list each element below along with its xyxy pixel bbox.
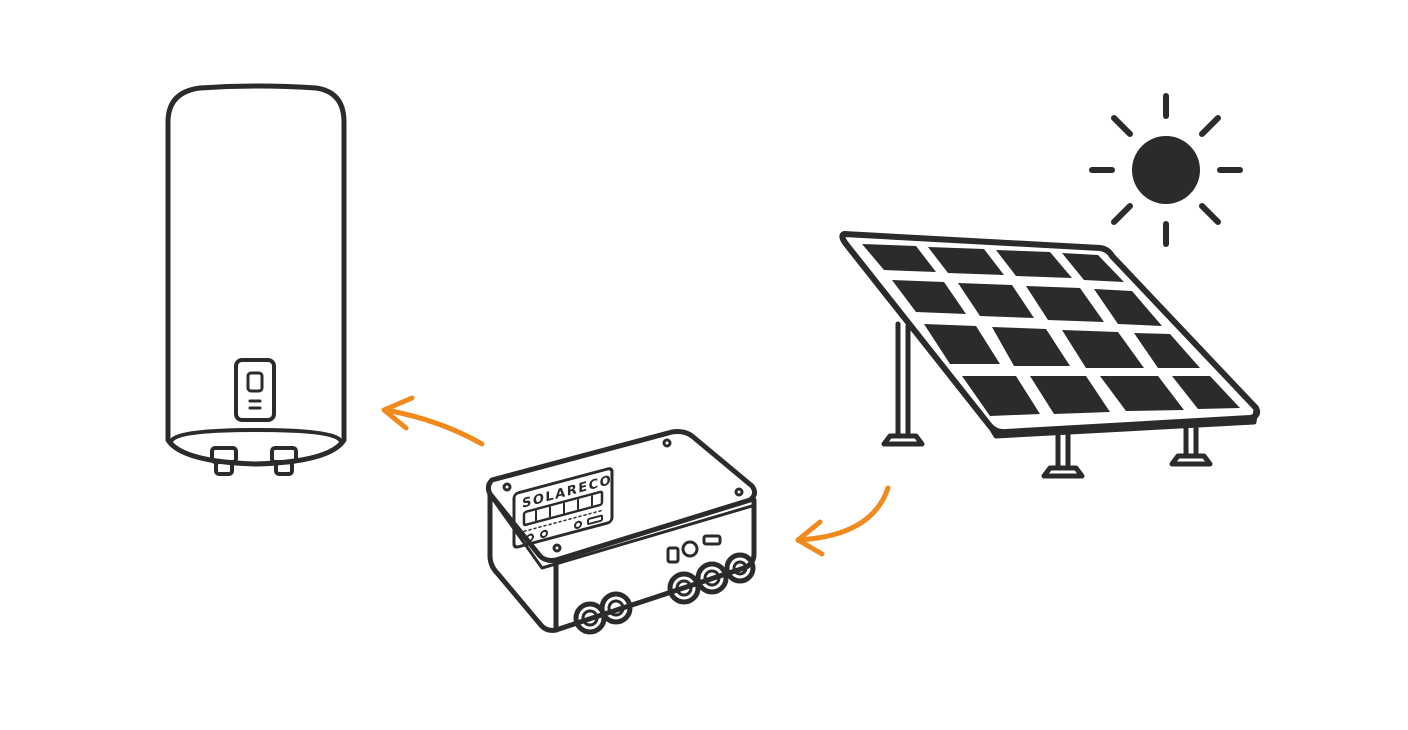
boiler-pipe-right (270, 446, 298, 476)
panel-leg-middle (1041, 431, 1085, 479)
controller-gland-right-3 (724, 552, 756, 584)
controller-gland-right-1 (667, 571, 701, 605)
panel-leg-right (1169, 421, 1213, 467)
controller-gland-left-2 (599, 591, 633, 625)
controller-label-panel: SOLARECO (512, 467, 614, 549)
sun-icon (1089, 93, 1243, 247)
solar-controller-icon: SOLARECO (485, 429, 758, 635)
solar-panel-icon (839, 231, 1261, 479)
water-heater-icon (165, 83, 347, 476)
arrow-controller-to-boiler (381, 395, 485, 447)
panel-leg-left (881, 321, 925, 447)
arrow-panel-to-controller (795, 485, 891, 557)
controller-gland-right-2 (695, 561, 729, 595)
boiler-pipe-left (210, 446, 238, 476)
